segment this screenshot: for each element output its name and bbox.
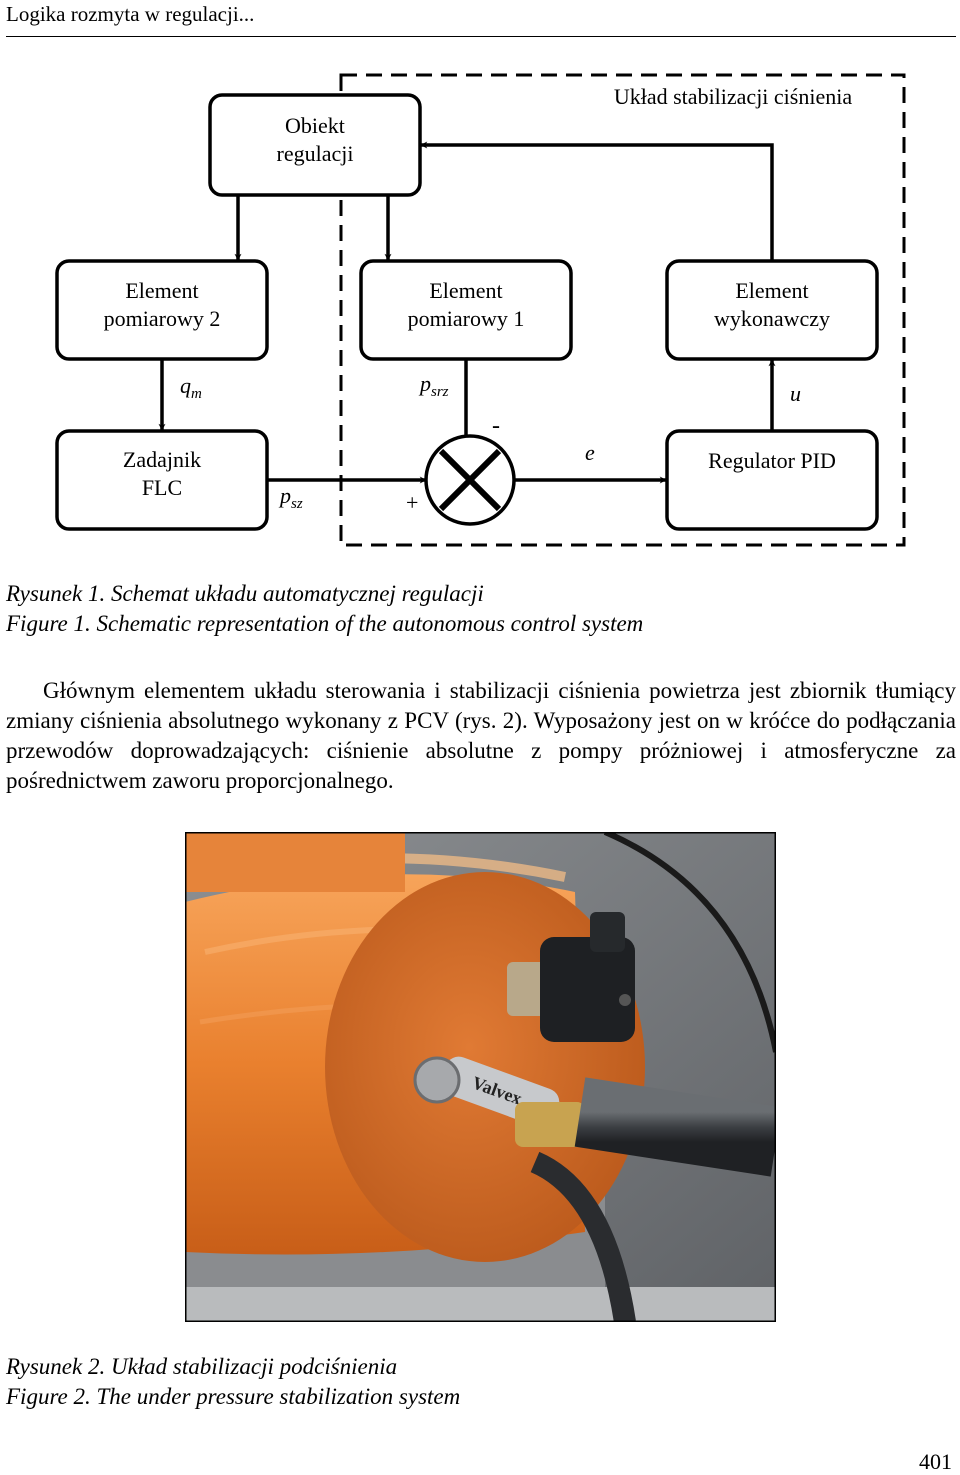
signal-qm: qm	[180, 373, 202, 402]
arrow-wykonawczy-to-obiekt	[420, 141, 774, 261]
block-element2-line2: pomiarowy 2	[104, 306, 221, 331]
block-pid-label: Regulator PID	[708, 448, 836, 473]
sign-minus: -	[492, 413, 500, 439]
block-zadajnik-line1: Zadajnik	[123, 447, 201, 472]
figure1-caption-pl: Rysunek 1. Schemat układu automatycznej …	[6, 581, 484, 606]
figure2-caption-pl: Rysunek 2. Układ stabilizacji podciśnien…	[6, 1354, 398, 1379]
block-element-pomiarowy-1: Element pomiarowy 1	[359, 259, 573, 361]
figure2-caption-en: Figure 2. The under pressure stabilizati…	[6, 1384, 461, 1409]
signal-e: e	[585, 440, 595, 465]
figure1-caption-en: Figure 1. Schematic representation of th…	[6, 611, 644, 636]
stabilization-group-boundary	[339, 73, 906, 547]
block-element1-line2: pomiarowy 1	[408, 306, 525, 331]
hose-lower	[530, 1151, 636, 1322]
page-number: 401	[919, 1449, 952, 1474]
summing-junction	[424, 434, 516, 526]
signal-psz: psz	[278, 483, 303, 512]
hose-main	[574, 1077, 776, 1177]
header-rule	[6, 36, 956, 37]
block-obiekt-line2: regulacji	[277, 141, 354, 166]
group-label: Układ stabilizacji ciśnienia	[614, 84, 852, 109]
block-element-wykonawczy: Element wykonawczy	[665, 259, 879, 361]
block-zadajnik-line2: FLC	[142, 475, 182, 500]
cable	[603, 832, 776, 1053]
control-system-diagram: Układ stabilizacji ciśnienia Obiekt regu…	[55, 73, 906, 547]
block-element-pomiarowy-2: Element pomiarowy 2	[55, 259, 269, 361]
block-wykonawczy-line2: wykonawczy	[714, 306, 830, 331]
block-wykonawczy-line1: Element	[735, 278, 808, 303]
block-regulator-pid: Regulator PID	[665, 429, 879, 531]
running-header: Logika rozmyta w regulacji...	[6, 2, 255, 26]
body-paragraph: Głównym elementem układu sterowania i st…	[6, 678, 956, 793]
block-obiekt-regulacji: Obiekt regulacji	[208, 93, 422, 197]
block-obiekt-line1: Obiekt	[285, 113, 345, 138]
pressure-tank-photo: Valvex	[185, 832, 776, 1322]
signal-u: u	[790, 381, 801, 406]
block-element2-line1: Element	[125, 278, 198, 303]
valve: Valvex	[413, 1056, 585, 1147]
pressure-sensor	[507, 912, 635, 1042]
signal-psrz: psrz	[418, 371, 449, 400]
sign-plus: +	[406, 490, 418, 515]
block-zadajnik-flc: Zadajnik FLC	[55, 429, 269, 531]
block-element1-line1: Element	[429, 278, 502, 303]
